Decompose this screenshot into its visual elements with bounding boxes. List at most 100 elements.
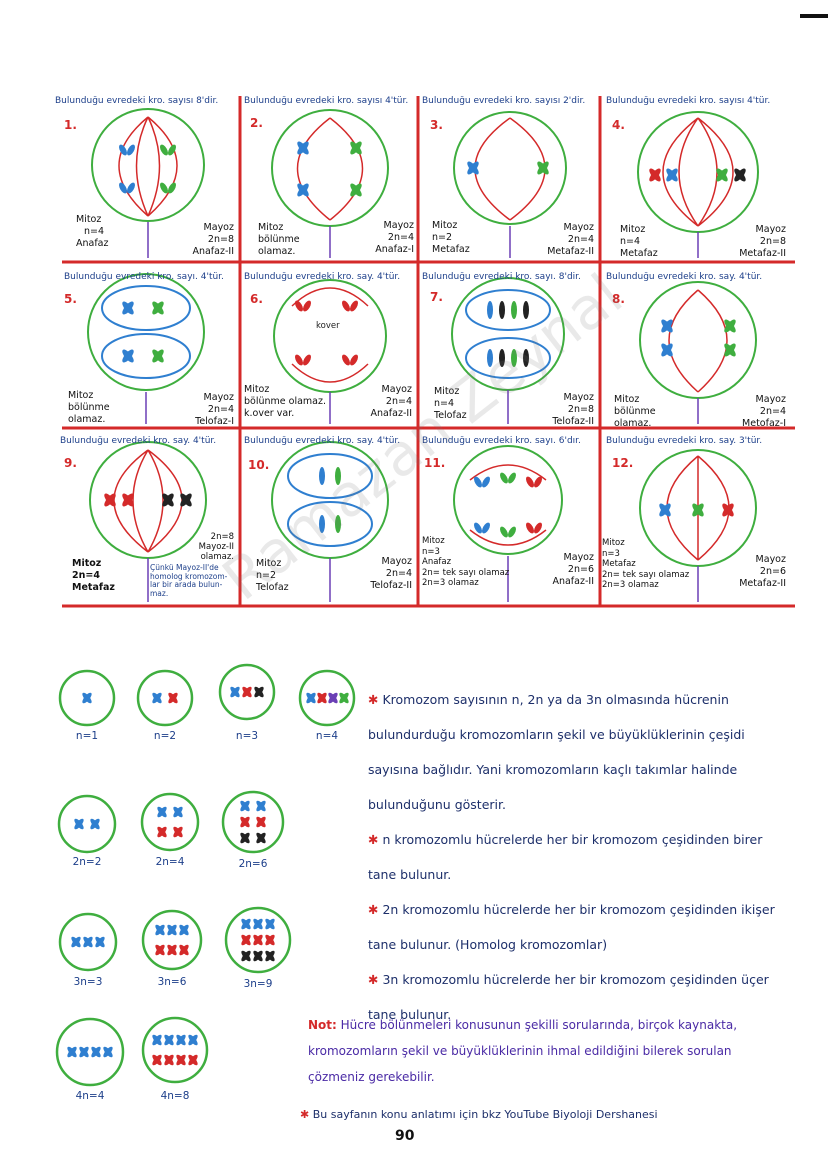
ploidy-label-n3: n=3 [235,730,259,742]
star-icon: ✱ [368,972,379,987]
ploidy-label-4n4: 4n=4 [75,1090,105,1102]
explanation-text: ✱ Kromozom sayısının n, 2n ya da 3n olma… [368,682,788,1032]
cell-2-number: 2. [250,116,263,130]
cell-3-drawing [453,111,567,258]
cell-3n9 [224,906,292,974]
cell-3n6 [141,909,203,971]
cell-1-drawing [91,108,205,258]
cell-11-title: Bulunduğu evredeki kro. sayı. 6'dır. [422,436,581,446]
ploidy-label-2n4: 2n=4 [155,856,185,868]
ploidy-label-3n9: 3n=9 [243,978,273,990]
star-icon: ✱ [368,832,379,847]
cell-9-number: 9. [64,456,77,470]
kover-label: kover [316,321,340,331]
cell-1-title: Bulunduğu evredeki kro. sayısı 8'dir. [55,96,219,106]
ploidy-label-4n8: 4n=8 [160,1090,190,1102]
cell-4-drawing [637,111,759,258]
cell-2n4 [140,792,200,852]
cell-3-number: 3. [430,118,443,132]
cell-n1 [58,669,116,727]
cell-2n2 [57,794,117,854]
cell-2-drawing [271,109,389,258]
explanation-paragraph-3: ✱ 2n kromozomlu hücrelerde her bir kromo… [368,902,775,952]
ploidy-label-n2: n=2 [153,730,177,742]
cell-12-title: Bulunduğu evredeki kro. say. 3'tür. [606,436,763,446]
cell-9-title: Bulunduğu evredeki kro. say. 4'tür. [60,436,217,446]
cell-3-title: Bulunduğu evredeki kro. sayısı 2'dir. [422,96,586,106]
cell-8-number: 8. [612,292,625,306]
ploidy-label-2n6: 2n=6 [238,858,268,870]
cell-6-drawing [273,279,387,424]
cell-10-number: 10. [248,458,270,472]
ploidy-label-3n3: 3n=3 [73,976,103,988]
star-icon: ✱ [368,902,379,917]
footer-reference: ✱ Bu sayfanın konu anlatımı için bkz You… [300,1108,658,1121]
cell-5-drawing [87,273,205,424]
cell-4n4 [55,1017,125,1087]
cell-8-title: Bulunduğu evredeki kro. say. 4'tür. [606,272,763,282]
cell-7-number: 7. [430,290,443,304]
cell-3n3 [58,912,118,972]
ploidy-label-n1: n=1 [75,730,99,742]
cell-n2 [136,669,194,727]
cell-4-number: 4. [612,118,625,132]
note-box: Not: Hücre bölünmeleri konusunun şekilli… [308,1012,788,1090]
cell-9-drawing [89,441,207,602]
cell-n3 [218,663,276,721]
star-icon: ✱ [300,1108,310,1121]
cell-7-title: Bulunduğu evredeki kro. sayı. 8'dir. [422,272,581,282]
cell-12-number: 12. [612,456,634,470]
cell-11-drawing [453,445,563,602]
cell-4-title: Bulunduğu evredeki kro. sayısı 4'tür. [606,96,771,106]
cell-4n8 [141,1016,209,1084]
cell-5-number: 5. [64,292,77,306]
cell-8-drawing [639,281,757,424]
cell-10-drawing [271,441,389,602]
ploidy-label-n4: n=4 [315,730,339,742]
ploidy-label-3n6: 3n=6 [157,976,187,988]
cell-2-title: Bulunduğu evredeki kro. sayısı 4'tür. [244,96,409,106]
cell-6-number: 6. [250,292,263,306]
cell-division-grid [62,96,795,608]
cell-7-drawing [451,277,565,424]
ploidy-label-2n2: 2n=2 [72,856,102,868]
ploidy-diagrams [55,663,356,1087]
page-number: 90 [395,1128,415,1144]
cell-n4 [298,669,356,727]
cell-12-drawing [639,449,757,602]
explanation-paragraph-1: ✱ Kromozom sayısının n, 2n ya da 3n olma… [368,692,745,812]
star-icon: ✱ [368,692,379,707]
explanation-paragraph-2: ✱ n kromozomlu hücrelerde her bir kromoz… [368,832,763,882]
cell-2n6 [221,790,285,854]
note-label: Not: [308,1018,337,1032]
page-corner-mark [800,14,828,18]
explanation-paragraph-4: ✱ 3n kromozomlu hücrelerde her bir kromo… [368,972,769,1022]
cell-1-number: 1. [64,118,77,132]
cell-6-title: Bulunduğu evredeki kro. say. 4'tür. [244,272,401,282]
cell-10-title: Bulunduğu evredeki kro. say. 4'tür. [244,436,401,446]
